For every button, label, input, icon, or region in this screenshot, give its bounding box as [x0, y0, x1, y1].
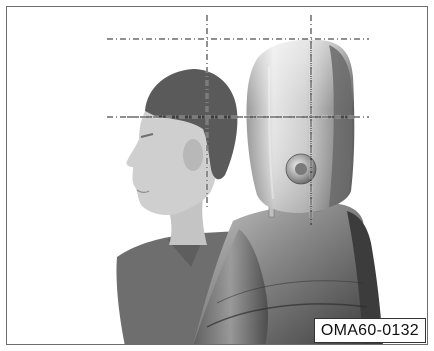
figure-id-label: OMA60-0132	[314, 318, 426, 343]
headrest	[246, 40, 354, 213]
headrest-position-illustration	[7, 7, 428, 345]
figure-frame: OMA60-0132	[6, 6, 428, 345]
occupant-ear	[183, 139, 203, 171]
